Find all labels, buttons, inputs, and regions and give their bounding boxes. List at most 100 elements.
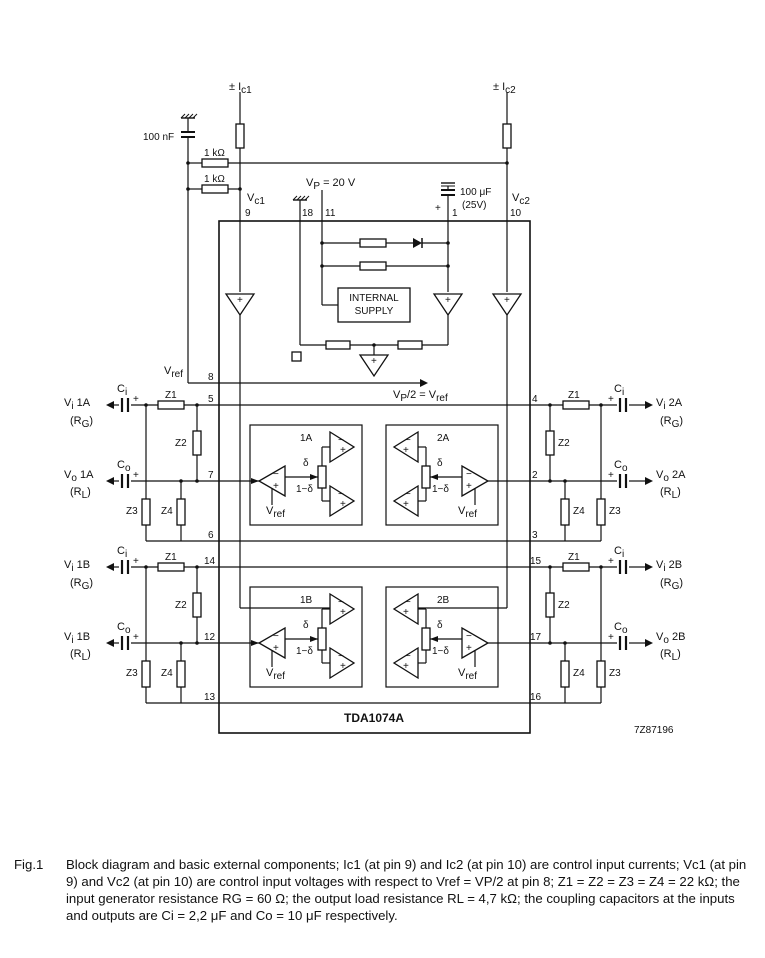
vi1a-label: Vi 1A (64, 397, 91, 412)
co-1b-label: Co (117, 621, 131, 636)
ci-2b-label: Ci (614, 545, 624, 560)
amp-minus: − (466, 631, 472, 642)
cap-plus: + (608, 556, 614, 567)
ic1-label: ± Ic1 (229, 81, 252, 96)
amp-minus: − (405, 435, 411, 446)
part-code: 7Z87196 (634, 725, 674, 736)
pin-18: 18 (302, 208, 314, 219)
pin-2: 2 (532, 470, 538, 481)
vo1a-label: Vo 1A (64, 469, 94, 484)
rl-2a-label: (RL) (660, 486, 681, 501)
rl-1b-label: (RL) (70, 648, 91, 663)
z1-label: Z1 (568, 390, 580, 401)
amp-plus: + (403, 661, 409, 672)
z2-1b (192, 592, 202, 618)
z2-label: Z2 (175, 438, 187, 449)
co-2a-label: Co (614, 459, 628, 474)
rg-2b-label: (RG) (660, 577, 683, 592)
cap-25v-label: (25V) (462, 200, 486, 211)
supply-resistor-1 (359, 238, 387, 248)
channel-2b-internal: 2B −+ −+ −+ δ 1−δ Vref (385, 586, 508, 688)
z3-1a (141, 498, 151, 526)
vref-2b-label: Vref (458, 667, 477, 682)
z1-label: Z1 (568, 552, 580, 563)
one-minus-delta-label: 1−δ (296, 646, 313, 657)
one-minus-delta-label: 1−δ (432, 484, 449, 495)
z4-label: Z4 (161, 668, 173, 679)
vref-1b-label: Vref (266, 667, 285, 682)
z4-label: Z4 (573, 668, 585, 679)
amp-minus: − (273, 631, 279, 642)
vref-buffer-amp (358, 354, 390, 378)
amp-plus: + (237, 295, 243, 306)
z3-label: Z3 (609, 506, 621, 517)
supply-resistor-2 (359, 261, 387, 271)
amp-plus: + (445, 295, 451, 306)
cap-plus: + (608, 470, 614, 481)
cap-plus: + (133, 470, 139, 481)
z4-2a (560, 498, 570, 526)
resistor-1k-top (201, 158, 229, 168)
amp-minus: − (405, 651, 411, 662)
cap-100nf-label: 100 nF (143, 132, 174, 143)
pot-2b (421, 627, 431, 651)
z1-2a (562, 400, 590, 410)
one-minus-delta-label: 1−δ (432, 646, 449, 657)
channel-1b-external: Vi 1B (RG) Vi 1B (RL) Ci Co + Z1 14 Z2 +… (64, 545, 375, 704)
ci-2a-label: Ci (614, 383, 624, 398)
block-diagram: ± Ic1 ± Ic2 100 nF 1 kΩ 1 kΩ Vc1 Vc2 VP … (64, 81, 686, 736)
rl-2b-label: (RL) (660, 648, 681, 663)
z4-1b (176, 660, 186, 688)
cap-100uf-label: 100 μF (460, 187, 491, 198)
z2-2b (545, 592, 555, 618)
amp-plus: + (340, 661, 346, 672)
supply-section: ± Ic1 ± Ic2 100 nF 1 kΩ 1 kΩ Vc1 Vc2 VP … (143, 81, 530, 595)
delta-label: δ (437, 620, 443, 631)
amp-minus: − (405, 489, 411, 500)
amp-minus: − (338, 597, 344, 608)
pin-6: 6 (208, 530, 214, 541)
vc2-buffer-amp (491, 293, 523, 317)
one-minus-delta-label: 1−δ (296, 484, 313, 495)
amp-minus: − (466, 469, 472, 480)
delta-label: δ (437, 458, 443, 469)
amp-plus: + (403, 607, 409, 618)
pin-11: 11 (325, 208, 336, 219)
vo1b-label: Vi 1B (64, 631, 90, 646)
channel-1a-external: Vi 1A (RG) Vo 1A (RL) Ci Co + Z1 5 Z2 + … (64, 383, 375, 542)
cap-plus: + (133, 632, 139, 643)
rg-1b-label: (RG) (70, 577, 93, 592)
diode-icon (413, 238, 422, 248)
z1-1a (157, 400, 185, 410)
channel-1a-label: 1A (300, 433, 313, 444)
vi2a-label: Vi 2A (656, 397, 683, 412)
ci-label: Ci (117, 383, 127, 398)
z4-2b (560, 660, 570, 688)
delta-label: δ (303, 620, 309, 631)
z1-label: Z1 (165, 552, 177, 563)
channel-1b-internal: 1B −+ −+ −+ δ 1−δ Vref (239, 586, 363, 688)
delta-label: δ (303, 458, 309, 469)
amp-minus: − (338, 489, 344, 500)
pin-3: 3 (532, 530, 538, 541)
amp-plus: + (371, 356, 377, 367)
amp-plus: + (466, 481, 472, 492)
figure-caption-text: Block diagram and basic external compone… (66, 857, 747, 923)
pin-15: 15 (530, 556, 542, 567)
figure-label: Fig.1 (14, 857, 44, 872)
z2-label: Z2 (558, 438, 570, 449)
channel-2b-label: 2B (437, 595, 450, 606)
ic-package (218, 220, 531, 734)
ground-pin-block (291, 351, 302, 362)
pin-5: 5 (208, 394, 214, 405)
ci-1b-label: Ci (117, 545, 127, 560)
amp-plus: + (403, 499, 409, 510)
pin-10: 10 (510, 208, 522, 219)
channel-1b-label: 1B (300, 595, 313, 606)
pin-7: 7 (208, 470, 214, 481)
pin-1: 1 (452, 208, 458, 219)
cap-plus: + (133, 556, 139, 567)
vc1-label: Vc1 (247, 192, 265, 207)
amp-plus: + (273, 481, 279, 492)
pot-2a (421, 465, 431, 489)
